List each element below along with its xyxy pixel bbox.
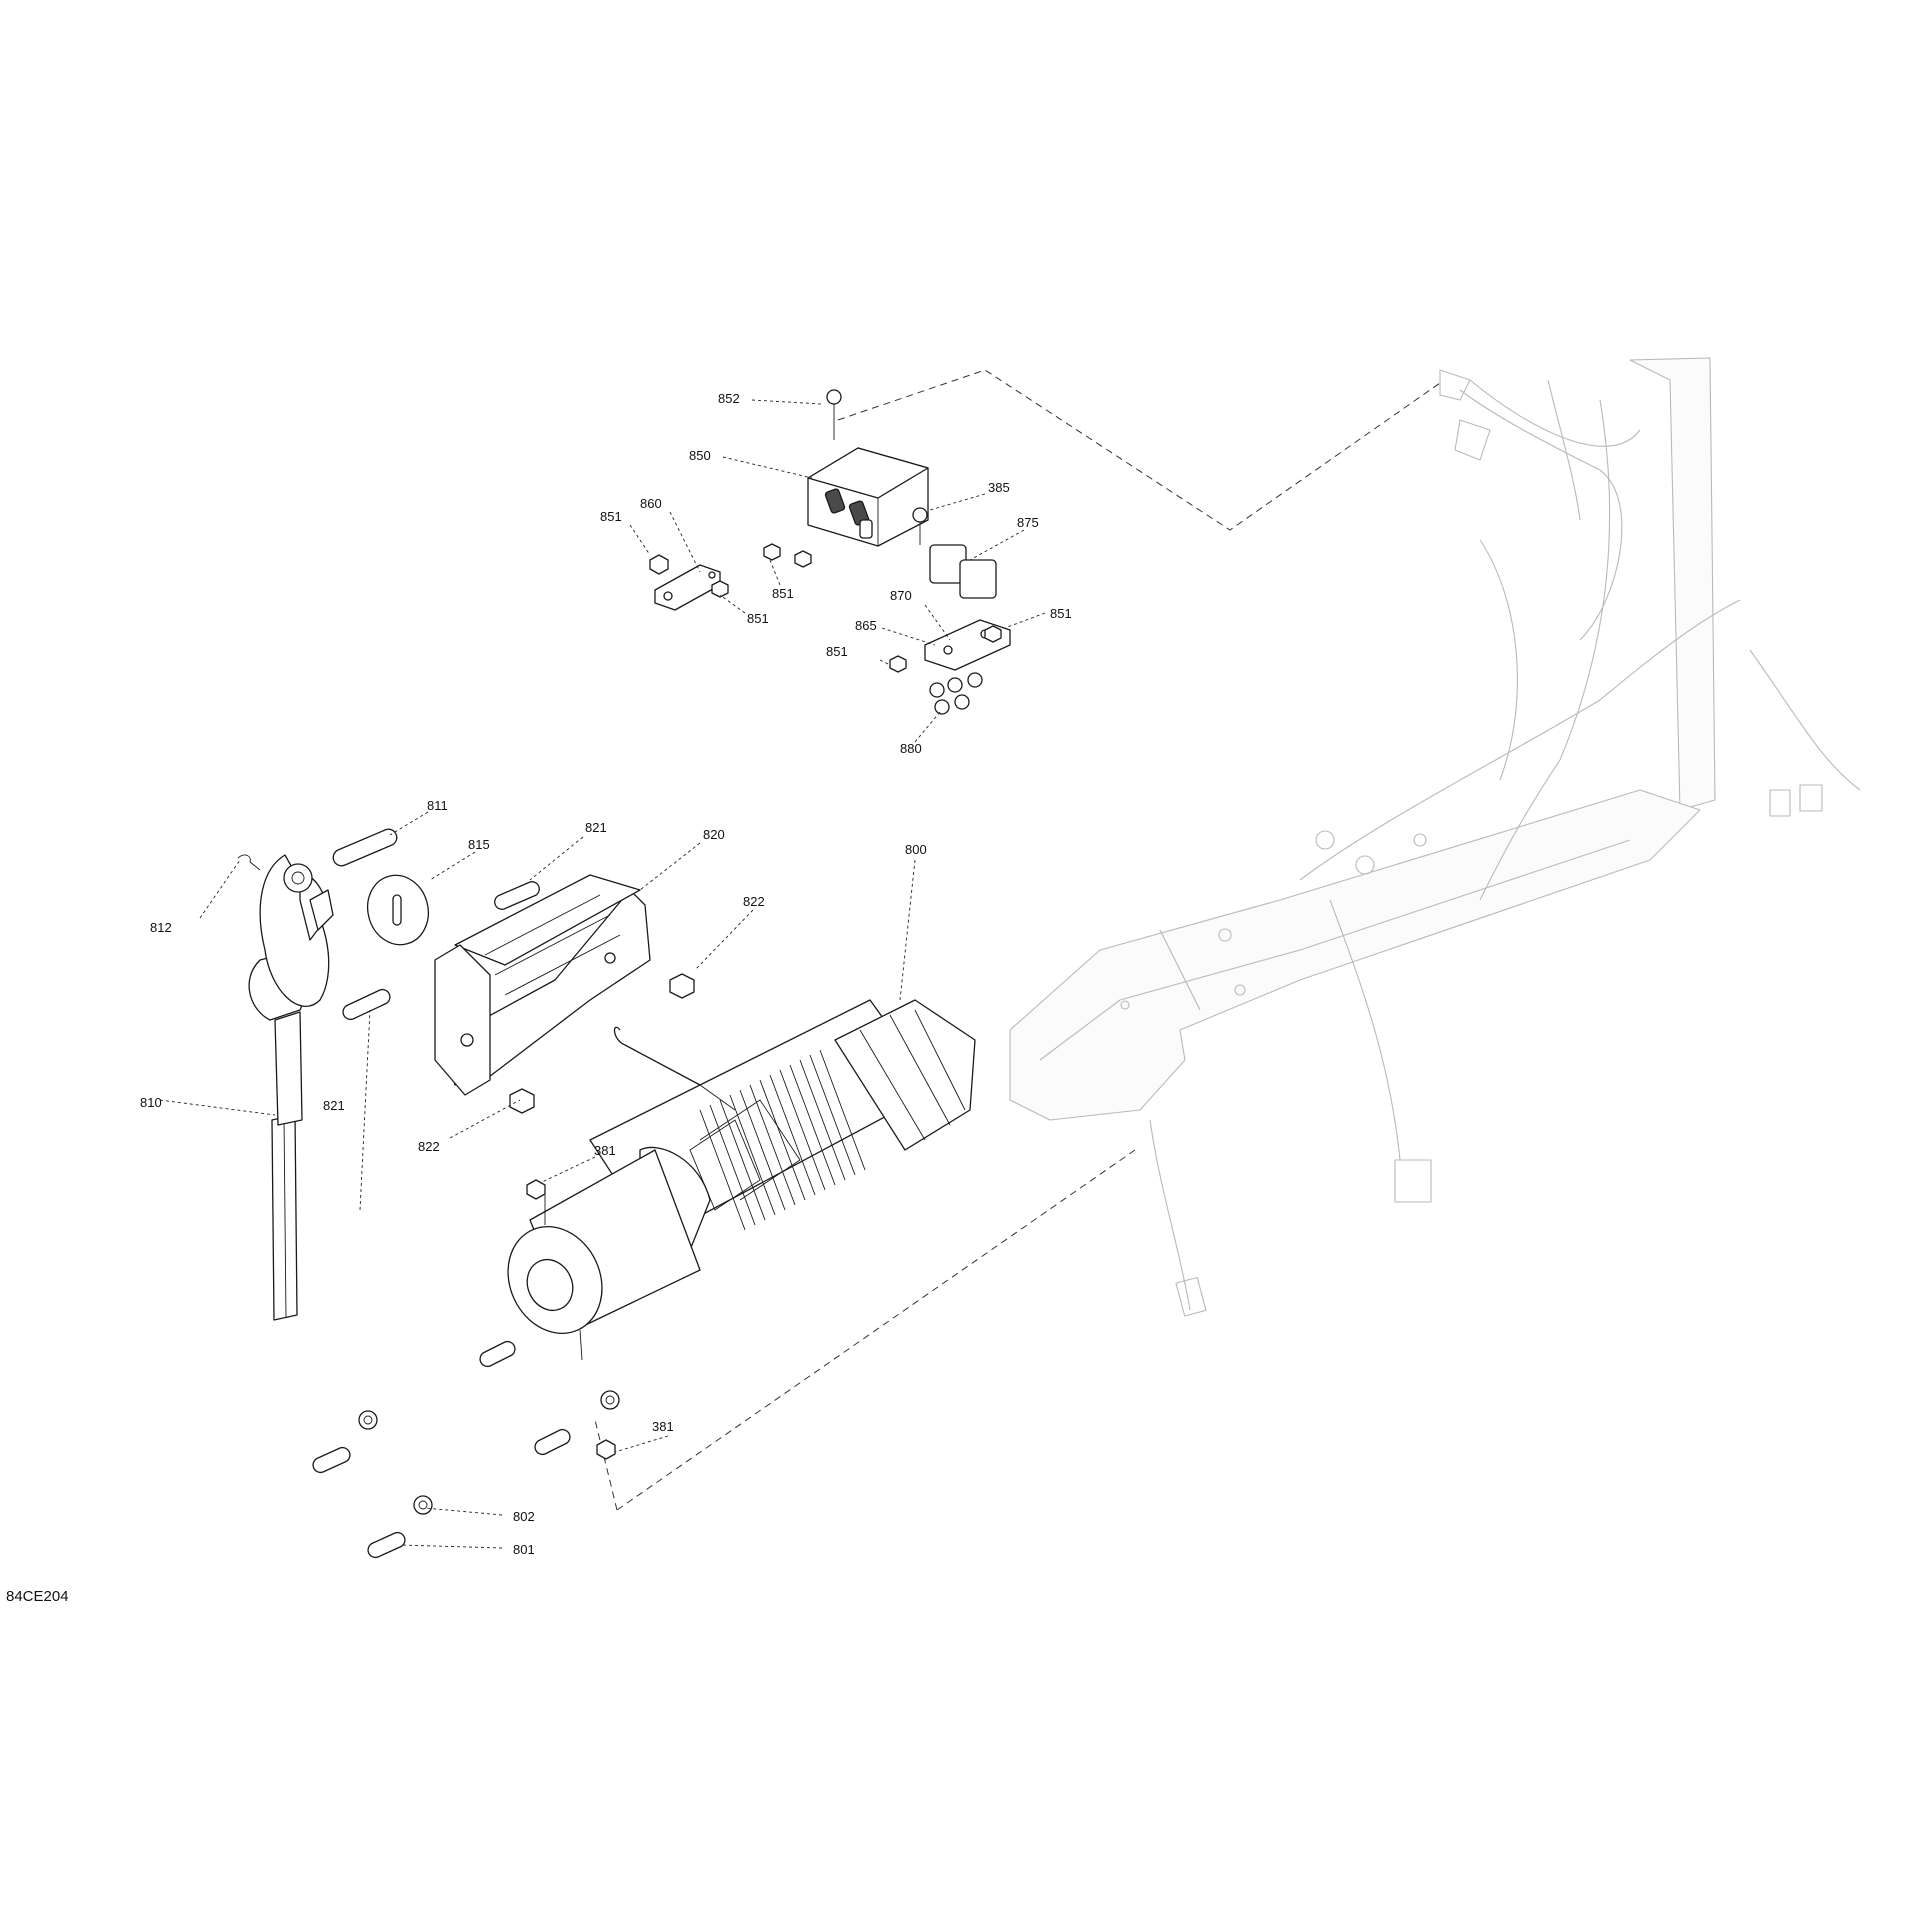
callout-810: 810 (140, 1095, 162, 1110)
callout-385: 385 (988, 480, 1010, 495)
hook-and-strap (237, 828, 430, 1321)
winch-drum-and-motor (312, 999, 976, 1559)
callout-851: 851 (1050, 606, 1072, 621)
callout-822: 822 (743, 894, 765, 909)
callout-812: 812 (150, 920, 172, 935)
fairlead-roller (342, 874, 695, 1114)
callout-851: 851 (747, 611, 769, 626)
solenoid-assembly (649, 389, 1011, 715)
callout-802: 802 (513, 1509, 535, 1524)
callout-870: 870 (890, 588, 912, 603)
callout-821: 821 (323, 1098, 345, 1113)
figure-code: 84CE204 (6, 1588, 69, 1605)
callout-852: 852 (718, 391, 740, 406)
ghost-vehicle-frame (1009, 357, 1861, 1317)
callout-880: 880 (900, 741, 922, 756)
callout-822: 822 (418, 1139, 440, 1154)
leader-lines (159, 399, 1046, 1549)
callout-875: 875 (1017, 515, 1039, 530)
callout-821: 821 (585, 820, 607, 835)
callout-850: 850 (689, 448, 711, 463)
callout-381: 381 (594, 1143, 616, 1158)
callout-860: 860 (640, 496, 662, 511)
callout-800: 800 (905, 842, 927, 857)
callout-851: 851 (600, 509, 622, 524)
callout-381: 381 (652, 1419, 674, 1434)
winch-drum-cable-coils (699, 1049, 866, 1231)
callout-labels: 852 850 385 875 860 851 851 851 851 851 … (140, 391, 1072, 1557)
callout-820: 820 (703, 827, 725, 842)
callout-815: 815 (468, 837, 490, 852)
callout-865: 865 (855, 618, 877, 633)
callout-801: 801 (513, 1542, 535, 1557)
callout-851: 851 (826, 644, 848, 659)
callout-811: 811 (427, 798, 448, 813)
callout-851: 851 (772, 586, 794, 601)
assembly-link-lines (594, 369, 1441, 1511)
